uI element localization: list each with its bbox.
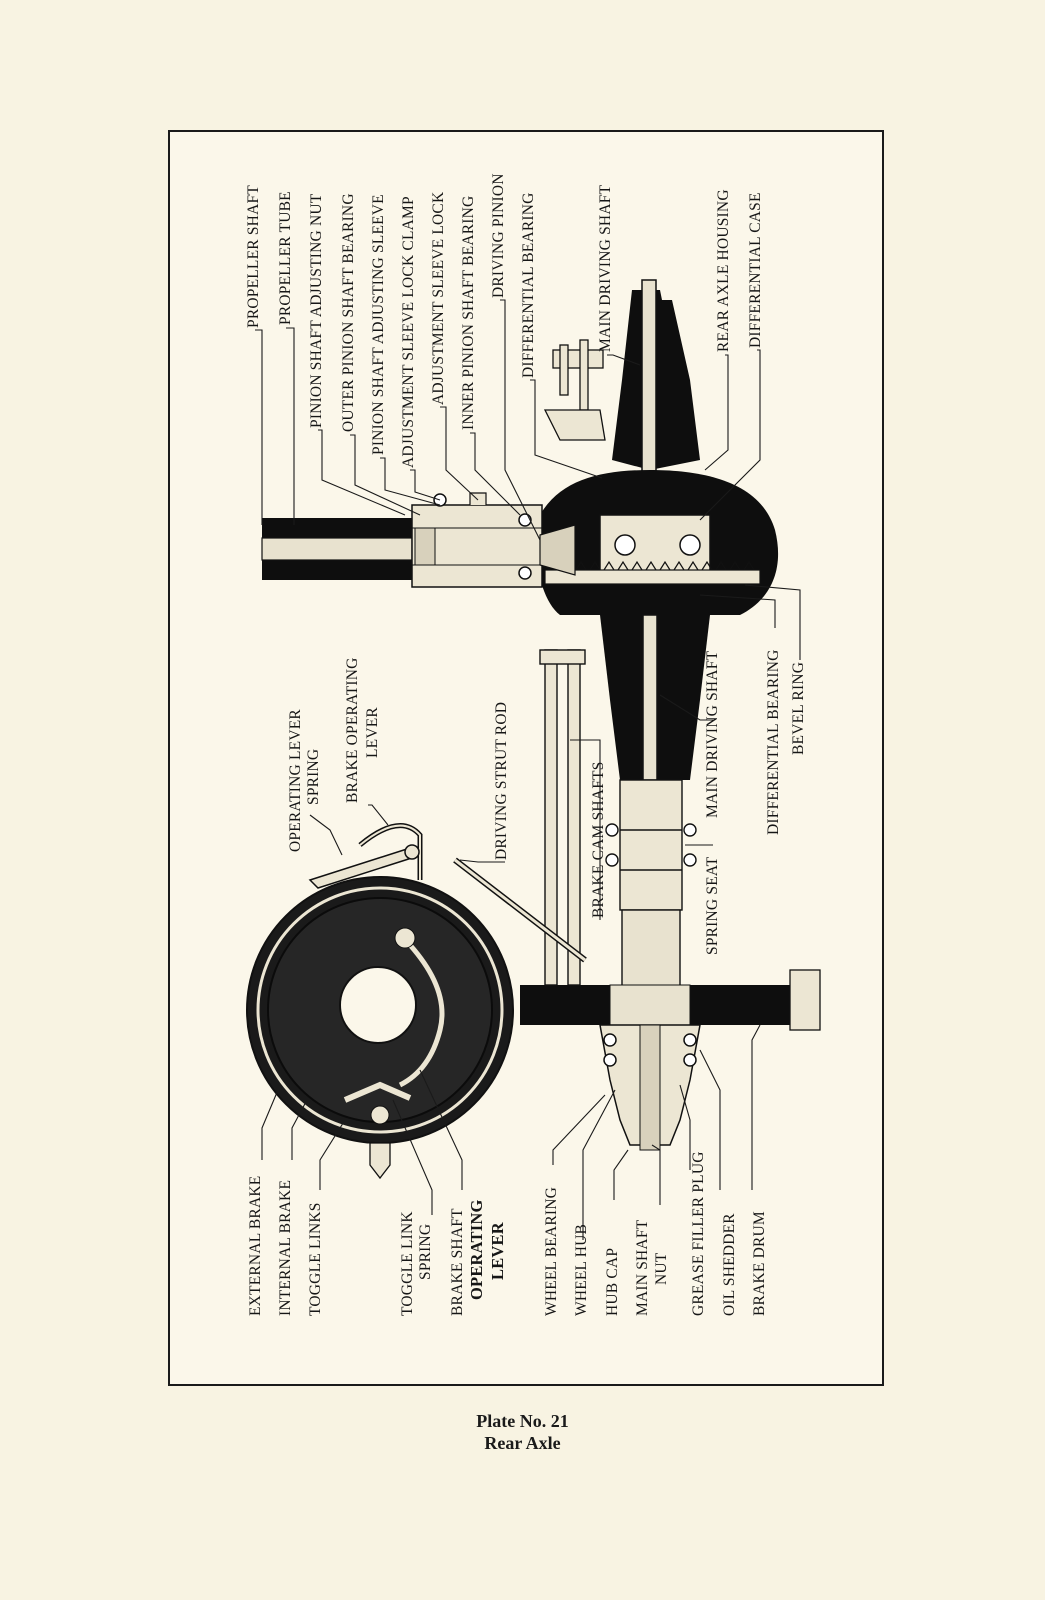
label-operating-lever-spring-1: OPERATING LEVER	[287, 709, 304, 852]
label-operating-lever-spring-2: SPRING	[305, 749, 322, 805]
brake-drum-hole	[339, 966, 417, 1044]
label-wheel-bearing: WHEEL BEARING	[543, 1187, 560, 1316]
brake-drum-face	[246, 823, 514, 1180]
brake-drum-section	[520, 969, 821, 1031]
label-main-shaft-nut-2: NUT	[653, 1252, 670, 1285]
label-driving-pinion: DRIVING PINION	[490, 173, 507, 298]
label-pinion-shaft-adjusting-nut: PINION SHAFT ADJUSTING NUT	[308, 193, 325, 428]
label-bevel-ring: BEVEL RING	[790, 662, 807, 755]
label-brake-shaft-operating-lever-3: LEVER	[488, 1221, 507, 1280]
label-wheel-hub: WHEEL HUB	[573, 1224, 590, 1316]
axle-drawing	[261, 279, 821, 1151]
label-rear-axle-housing: REAR AXLE HOUSING	[715, 189, 732, 352]
label-toggle-link-spring-2: SPRING	[417, 1224, 434, 1280]
outer-axle-tube	[621, 909, 681, 991]
label-external-brake: EXTERNAL BRAKE	[247, 1176, 264, 1316]
toggle-links	[343, 1081, 412, 1103]
label-main-shaft-nut-1: MAIN SHAFT	[634, 1219, 651, 1316]
brake-shaft-operating-lever	[398, 943, 445, 1088]
label-differential-case: DIFFERENTIAL CASE	[747, 192, 764, 348]
label-differential-bearing-top: DIFFERENTIAL BEARING	[520, 192, 537, 378]
label-toggle-link-spring-1: TOGGLE LINK	[399, 1211, 416, 1316]
label-inner-pinion-shaft-bearing: INNER PINION SHAFT BEARING	[460, 196, 477, 430]
label-internal-brake: INTERNAL BRAKE	[277, 1180, 294, 1316]
brake-cam-bracket-upper	[543, 339, 606, 441]
label-pinion-shaft-adjusting-sleeve: PINION SHAFT ADJUSTING SLEEVE	[370, 194, 387, 455]
label-brake-shaft-operating-lever-2: OPERATING	[467, 1199, 486, 1300]
label-brake-operating-lever-2: LEVER	[364, 707, 381, 758]
lower-main-shaft	[642, 614, 658, 781]
label-driving-strut-rod: DRIVING STRUT ROD	[493, 702, 510, 860]
brake-cam-shafts	[539, 649, 586, 986]
plate-title: Rear Axle	[484, 1433, 561, 1453]
label-brake-operating-lever-1: BRAKE OPERATING	[344, 657, 361, 803]
label-differential-bearing-bottom: DIFFERENTIAL BEARING	[765, 649, 782, 835]
label-propeller-shaft: PROPELLER SHAFT	[245, 185, 262, 328]
leader-lines	[255, 299, 801, 1240]
plate-number: Plate No. 21	[476, 1411, 569, 1431]
part-labels: PROPELLER SHAFT PROPELLER TUBE PINION SH…	[245, 173, 807, 1316]
plate-frame	[168, 130, 884, 1386]
propeller-tube-assembly	[261, 492, 576, 588]
label-brake-shaft-operating-lever-1: BRAKE SHAFT	[449, 1208, 466, 1316]
label-adjustment-sleeve-lock-clamp: ADJUSTMENT SLEEVE LOCK CLAMP	[400, 196, 417, 468]
label-main-driving-shaft-mid: MAIN DRIVING SHAFT	[704, 650, 721, 818]
label-spring-seat: SPRING SEAT	[704, 856, 721, 955]
label-adjustment-sleeve-lock: ADJUSTMENT SLEEVE LOCK	[430, 191, 447, 405]
upper-main-shaft	[641, 279, 657, 501]
label-outer-pinion-shaft-bearing: OUTER PINION SHAFT BEARING	[340, 193, 357, 432]
brake-operating-lever	[308, 823, 423, 889]
label-grease-filler-plug: GREASE FILLER PLUG	[690, 1151, 707, 1316]
label-propeller-tube: PROPELLER TUBE	[277, 191, 294, 325]
label-brake-cam-shafts: BRAKE CAM SHAFTS	[590, 761, 607, 918]
label-main-driving-shaft-top: MAIN DRIVING SHAFT	[597, 184, 614, 352]
label-oil-shedder: OIL SHEDDER	[721, 1213, 738, 1316]
label-hub-cap: HUB CAP	[604, 1248, 621, 1316]
spring-seat-section	[605, 779, 697, 911]
label-brake-drum: BRAKE DRUM	[751, 1211, 768, 1316]
label-toggle-links: TOGGLE LINKS	[307, 1202, 324, 1316]
